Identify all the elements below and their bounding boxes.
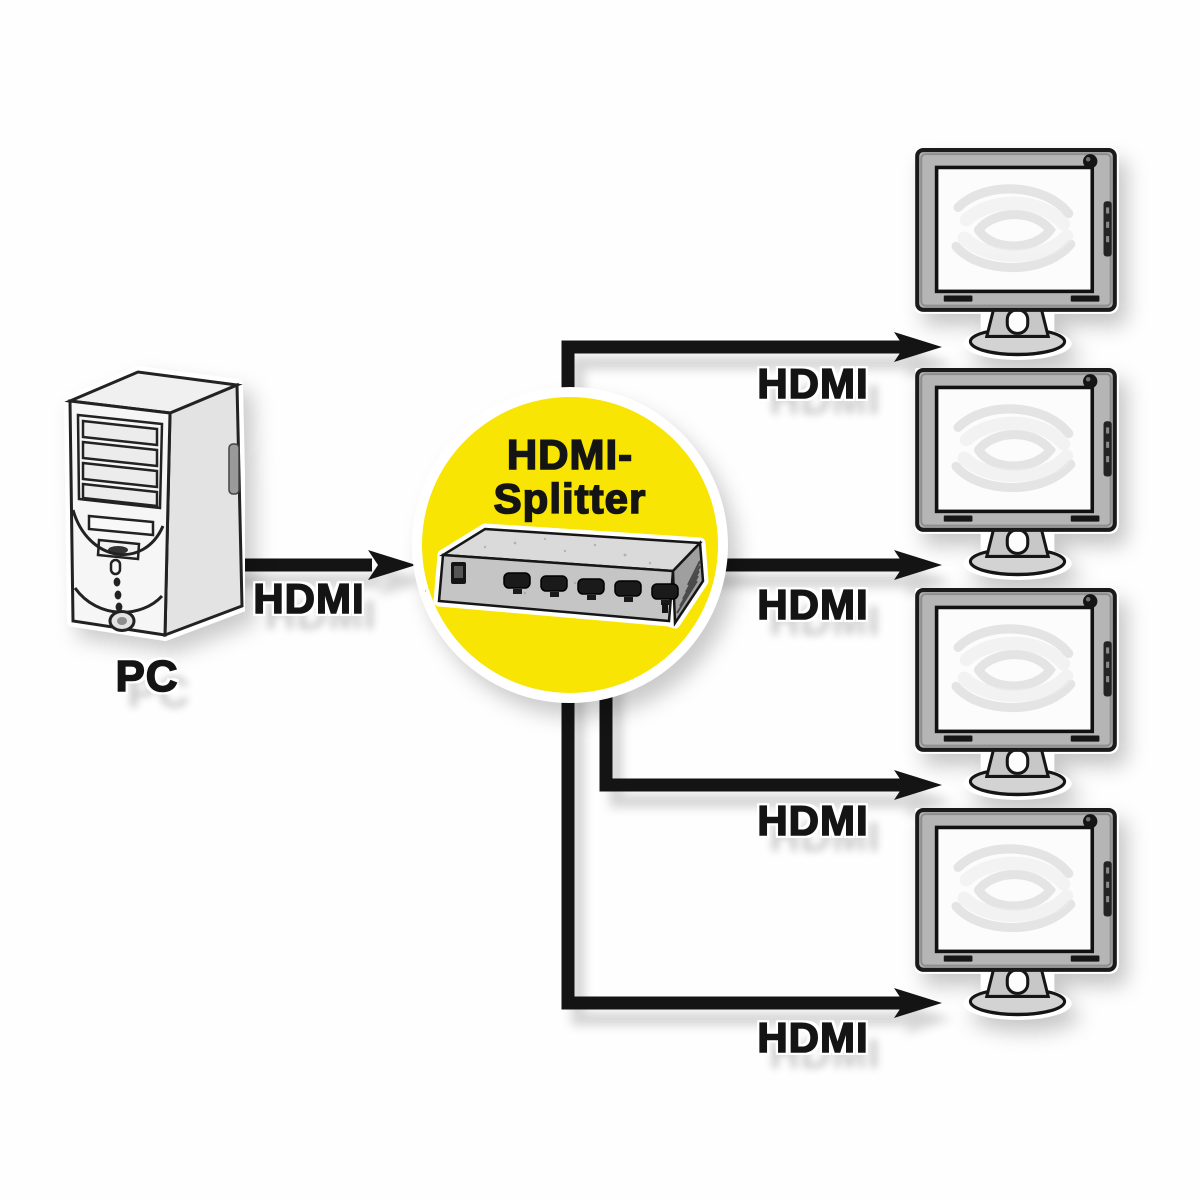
- monitor-2: [915, 368, 1120, 581]
- splitter-title-line2: Splitter: [493, 475, 647, 522]
- monitor-1: [915, 148, 1120, 361]
- hdmi-input-label: HDMI: [253, 575, 365, 622]
- hdmi-output-label-2: HDMI: [757, 581, 869, 628]
- pc-label: PC: [115, 652, 179, 701]
- pc-tower-icon: [64, 366, 245, 641]
- hdmi-splitter-device-icon: [425, 523, 709, 629]
- arrowhead-pc: [368, 550, 416, 580]
- monitor-3: [915, 588, 1120, 801]
- splitter-highlight-circle: HDMI- Splitter: [422, 397, 718, 693]
- hdmi-output-label-4: HDMI: [757, 1014, 869, 1061]
- monitor-icon: [915, 808, 1120, 1021]
- arrowhead-output-4: [894, 988, 942, 1018]
- pc-tower: [60, 358, 245, 663]
- cable-output-4: [561, 650, 905, 1010]
- monitor-icon: [915, 148, 1120, 361]
- splitter-ports: [503, 572, 679, 600]
- arrowhead-output-1: [894, 332, 942, 362]
- hdmi-output-label-1: HDMI: [757, 360, 869, 407]
- splitter-title-line1: HDMI-: [506, 431, 634, 478]
- splitter-title: HDMI- Splitter: [422, 431, 718, 522]
- cable-output-3: [599, 650, 905, 792]
- monitor-4: [915, 808, 1120, 1021]
- monitor-icon: [915, 368, 1120, 581]
- arrowhead-output-3: [894, 770, 942, 800]
- monitor-icon: [915, 588, 1120, 801]
- hdmi-output-label-3: HDMI: [757, 797, 869, 844]
- arrowhead-output-2: [894, 550, 942, 580]
